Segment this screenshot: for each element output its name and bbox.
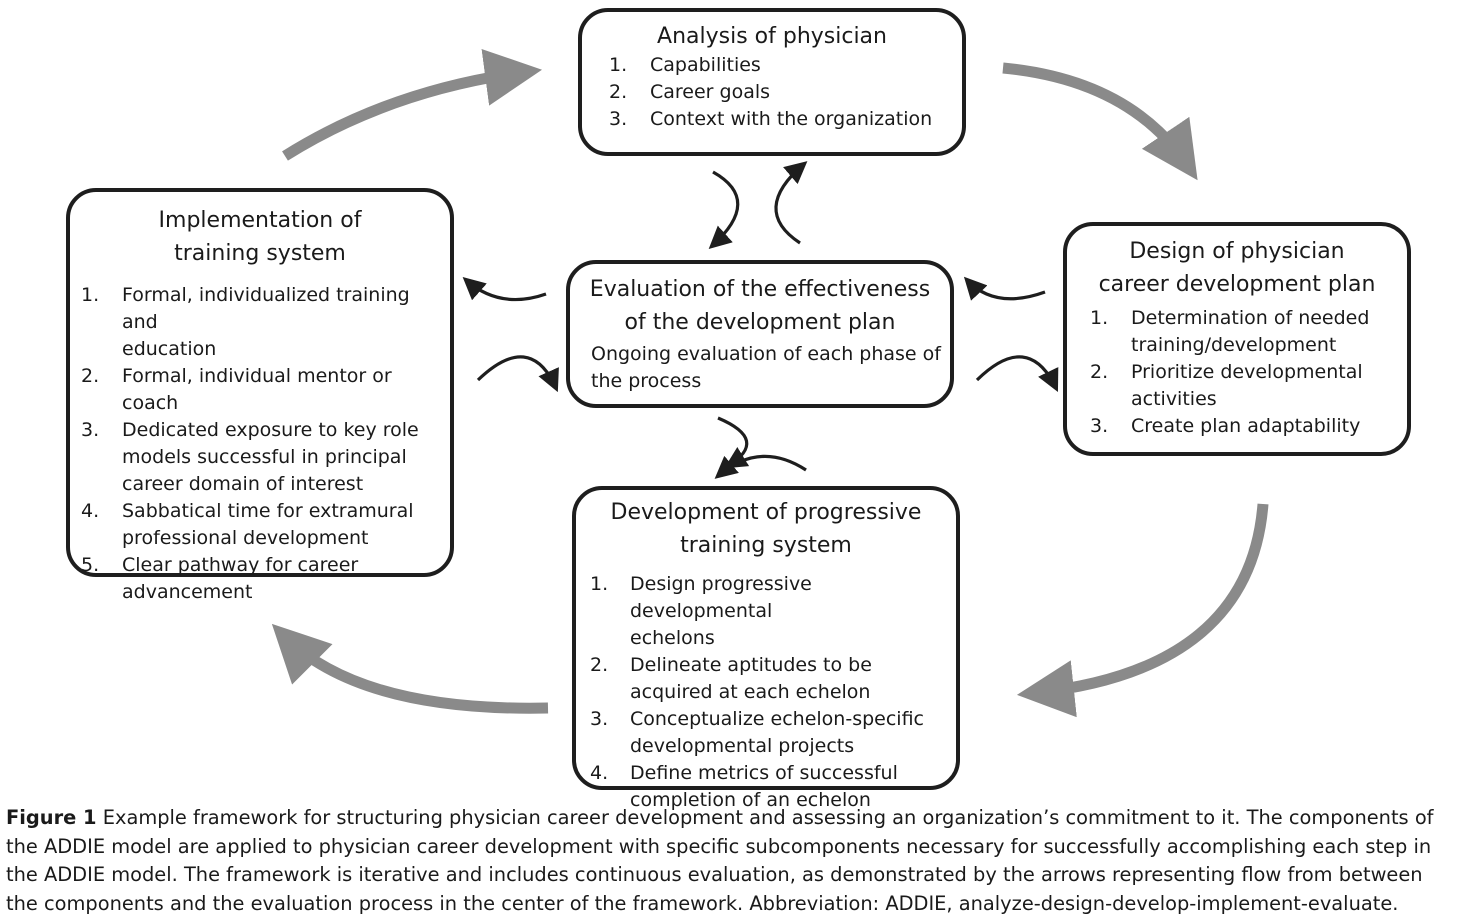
- evaluation-title: Evaluation of the effectiveness of the d…: [589, 277, 931, 335]
- list-item: 4. Define metrics of successful completi…: [590, 762, 898, 811]
- feedback-arrow-right-out: [963, 276, 1046, 301]
- feedback-arrow-bottom-up: [714, 454, 807, 479]
- evaluation-box: Evaluation of the effectiveness of the d…: [566, 260, 954, 408]
- list-item: 2. Delineate aptitudes to be acquired at…: [590, 654, 872, 703]
- list-item: 3. Create plan adaptability: [1090, 415, 1361, 437]
- feedback-arrow-bottom-down: [717, 416, 750, 469]
- list-item: 1. Formal, individualized training and e…: [81, 284, 410, 360]
- analysis-title: Analysis of physician: [657, 24, 887, 49]
- implementation-box: Implementation of training system 1. For…: [66, 188, 454, 603]
- figure-label: Figure 1: [6, 806, 97, 829]
- cycle-arrow-implementation-to-analysis: [282, 48, 543, 161]
- analysis-box: Analysis of physician 1. Capabilities 2.…: [578, 8, 966, 156]
- caption-text: Example framework for structuring physic…: [6, 806, 1434, 915]
- list-item: 3. Conceptualize echelon-specific develo…: [590, 708, 924, 757]
- list-item: 2. Formal, individual mentor or coach: [81, 365, 392, 414]
- list-item: 1. Design progressive developmental eche…: [590, 573, 812, 649]
- analysis-list: 1. Capabilities 2. Career goals 3. Conte…: [609, 52, 962, 133]
- cycle-arrow-development-to-implementation: [271, 623, 549, 714]
- diagram-arrows: [271, 48, 1269, 718]
- design-list: 1. Determination of needed training/deve…: [1090, 305, 1407, 440]
- cycle-arrow-design-to-development: [1016, 503, 1269, 718]
- feedback-arrow-top-down: [708, 170, 740, 250]
- list-item: 4. Sabbatical time for extramural profes…: [81, 500, 414, 549]
- implementation-title: Implementation of training system: [158, 208, 362, 266]
- list-item: 3. Context with the organization: [609, 108, 933, 130]
- feedback-arrow-left-in: [476, 355, 559, 393]
- feedback-arrow-top-up: [774, 161, 808, 245]
- development-title: Development of progressive training syst…: [610, 500, 922, 558]
- cycle-arrow-analysis-to-design: [1002, 62, 1198, 181]
- list-item: 1. Determination of needed training/deve…: [1090, 307, 1370, 356]
- list-item: 2. Prioritize developmental activities: [1090, 361, 1363, 410]
- design-title: Design of physician career development p…: [1098, 239, 1376, 297]
- figure-caption: Figure 1 Example framework for structuri…: [6, 804, 1458, 918]
- list-item: 1. Capabilities: [609, 54, 761, 76]
- development-list: 1. Design progressive developmental eche…: [590, 571, 956, 814]
- implementation-list: 1. Formal, individualized training and e…: [81, 282, 450, 606]
- list-item: 3. Dedicated exposure to key role models…: [81, 419, 419, 495]
- evaluation-description: Ongoing evaluation of each phase of the …: [591, 343, 941, 392]
- list-item: 2. Career goals: [609, 81, 771, 103]
- design-box: Design of physician career development p…: [1063, 222, 1411, 456]
- feedback-arrow-left-out: [462, 277, 547, 302]
- feedback-arrow-right-in: [975, 355, 1059, 393]
- development-box: Development of progressive training syst…: [572, 486, 960, 811]
- list-item: 5. Clear pathway for career advancement: [81, 554, 359, 603]
